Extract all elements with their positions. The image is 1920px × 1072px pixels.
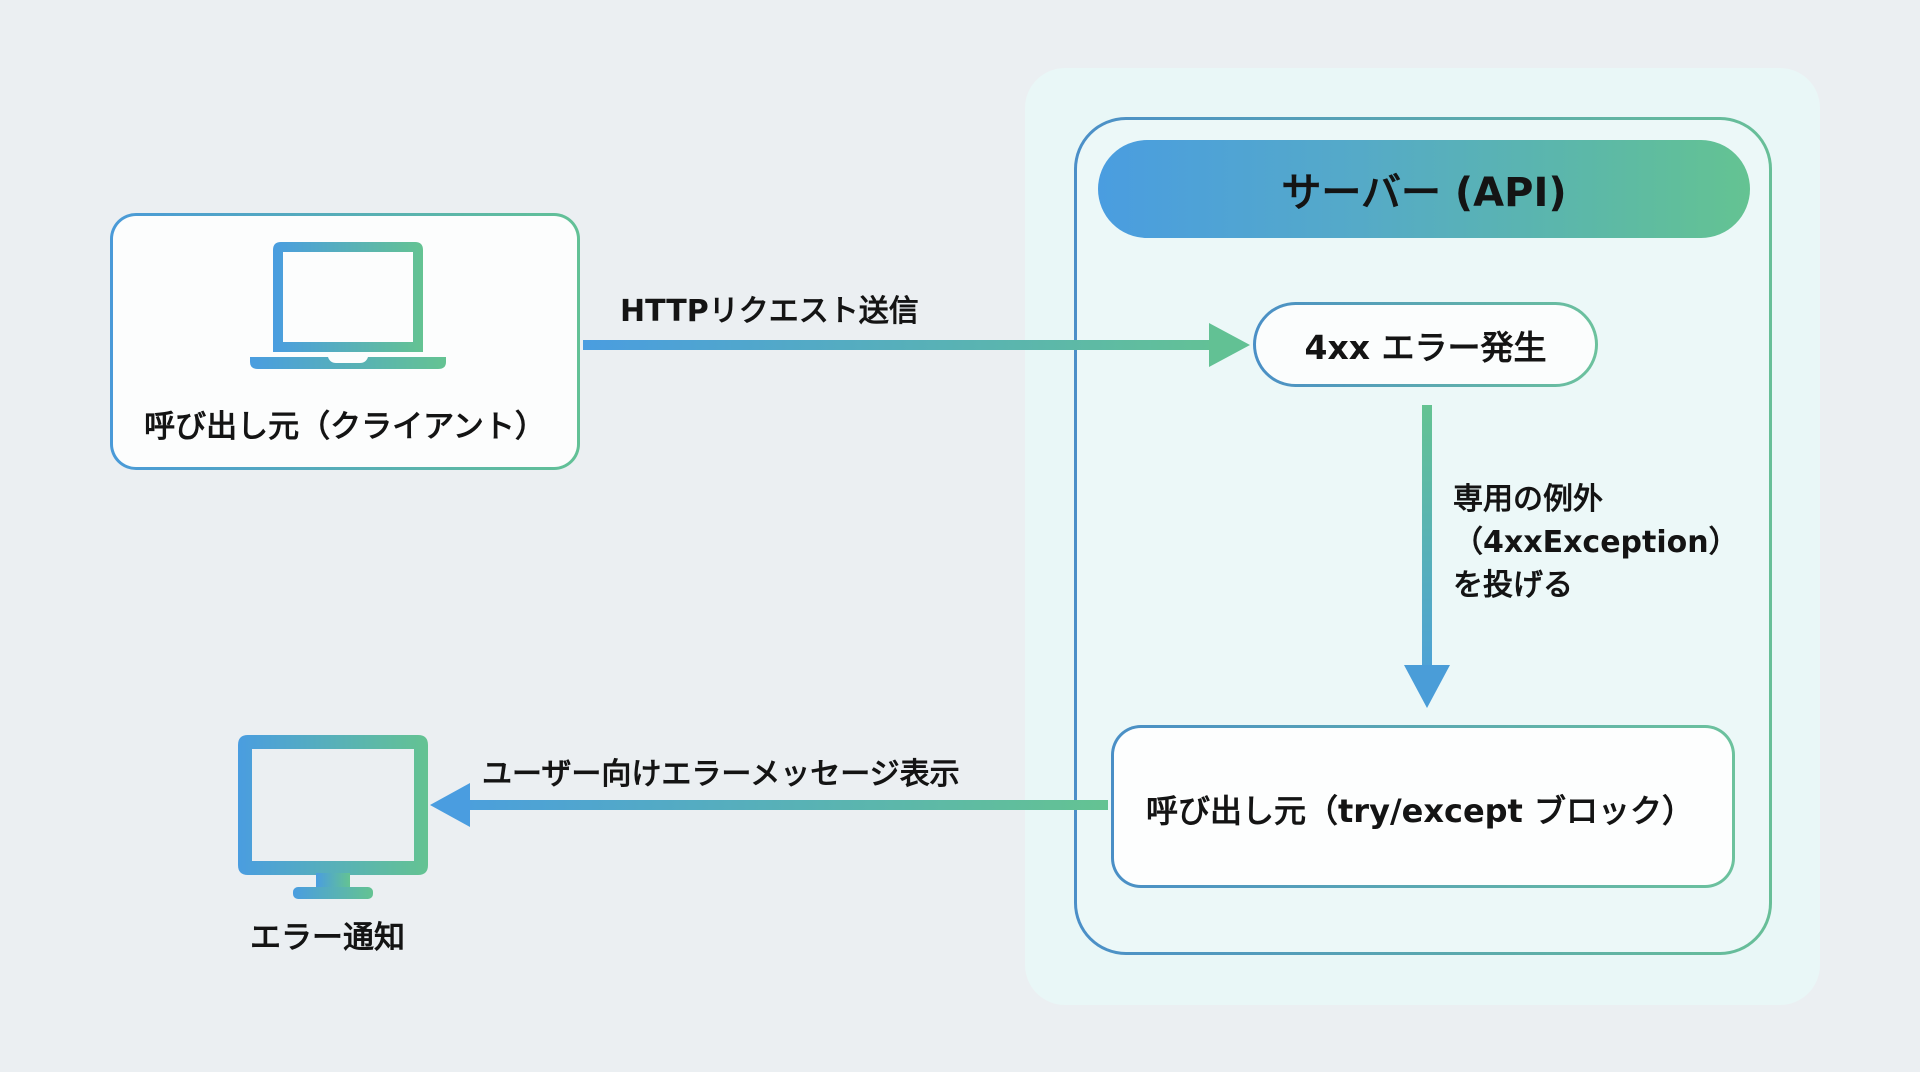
laptop-icon <box>250 242 446 369</box>
arrow-response <box>430 783 1108 827</box>
notification-label: エラー通知 <box>250 920 405 956</box>
error-label: 4xx エラー発生 <box>1304 327 1547 367</box>
handler-label: 呼び出し元（try/except ブロック） <box>1146 792 1694 830</box>
arrow-throw-line <box>1422 405 1432 675</box>
arrow-response-head <box>430 783 470 827</box>
arrow-request-line <box>583 340 1213 350</box>
arrow-response-line <box>465 800 1108 810</box>
handler-node: 呼び出し元（try/except ブロック） <box>1111 725 1735 888</box>
response-edge-label: ユーザー向けエラーメッセージ表示 <box>482 757 960 792</box>
client-node: 呼び出し元（クライアント） <box>110 213 580 470</box>
server-title-banner: サーバー (API) <box>1098 140 1750 238</box>
arrow-throw <box>1404 405 1450 708</box>
client-label: 呼び出し元（クライアント） <box>144 409 546 445</box>
request-edge-label: HTTPリクエスト送信 <box>620 294 919 329</box>
arrow-throw-head <box>1404 665 1450 708</box>
server-title: サーバー (API) <box>1281 170 1567 216</box>
error-node: 4xx エラー発生 <box>1253 302 1598 387</box>
throw-edge-label-line: 専用の例外 <box>1453 482 1603 517</box>
arrow-request <box>583 323 1250 367</box>
throw-edge-label-line: を投げる <box>1453 568 1573 603</box>
throw-edge-label-line: （4xxException） <box>1453 525 1739 560</box>
throw-edge-label: 専用の例外 （4xxException） を投げる <box>1453 478 1739 607</box>
arrow-request-head <box>1209 323 1250 367</box>
monitor-icon <box>238 735 428 899</box>
